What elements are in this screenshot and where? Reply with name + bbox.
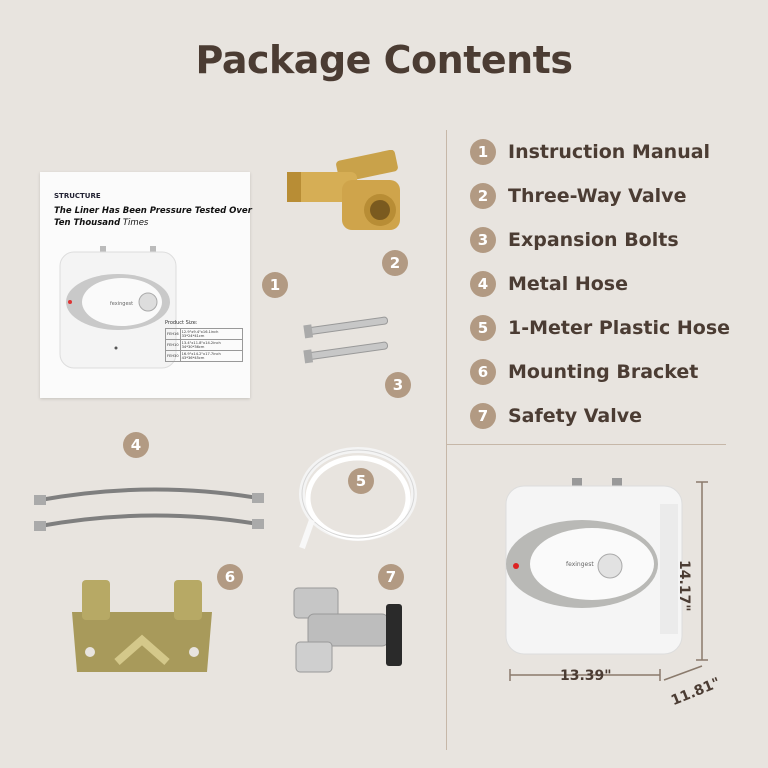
table-cell: 13.4"x11.8"x14.2inch 34*30*36cm [179, 339, 244, 351]
height-dimension: 14.17" [676, 560, 692, 612]
marker-5: 5 [348, 468, 374, 494]
table-cell: 16.9"x14.2"x17.7inch 43*36*45cm [179, 350, 244, 362]
item-label: Mounting Bracket [508, 361, 699, 383]
list-item: 3 Expansion Bolts [470, 218, 730, 262]
marker-2: 2 [382, 250, 408, 276]
marker-7: 7 [378, 564, 404, 590]
safety-valve-image [293, 587, 402, 673]
marker-1: 1 [262, 272, 288, 298]
item-number-badge: 1 [470, 139, 496, 165]
item-number-badge: 7 [470, 403, 496, 429]
table-cell: FEH10 [165, 339, 181, 351]
three-way-valve-image [287, 150, 400, 230]
list-item: 1 Instruction Manual [470, 130, 730, 174]
item-label: Instruction Manual [508, 141, 711, 163]
item-number-badge: 4 [470, 271, 496, 297]
marker-6: 6 [217, 564, 243, 590]
manual-product-size-label: Product Size: [165, 320, 198, 326]
item-label: Safety Valve [508, 405, 643, 427]
manual-line-1: The Liner Has Been Pressure Tested Over [54, 206, 252, 216]
manual-brand: fexingest [110, 301, 133, 307]
list-item: 5 1-Meter Plastic Hose [470, 306, 730, 350]
vertical-divider [446, 130, 447, 750]
manual-line-2-bold: Ten Thousand [54, 218, 121, 228]
table-cell: 12.9"x9.4"x16.1inch 33*24*41cm [179, 328, 244, 340]
item-number-badge: 2 [470, 183, 496, 209]
mounting-bracket-image [72, 580, 212, 672]
list-item: 4 Metal Hose [470, 262, 730, 306]
contents-list: 1 Instruction Manual 2 Three-Way Valve 3 Ex… [470, 130, 730, 438]
item-number-badge: 6 [470, 359, 496, 385]
plastic-hose-image [299, 447, 417, 550]
item-label: Metal Hose [508, 273, 628, 295]
item-number-badge: 5 [470, 315, 496, 341]
instruction-manual-image: STRUCTURE The Liner Has Been Pressure Te… [40, 172, 252, 398]
list-item: 6 Mounting Bracket [470, 350, 730, 394]
manual-line-2: Ten Thousand Times [54, 218, 148, 228]
marker-4: 4 [123, 432, 149, 458]
list-item: 7 Safety Valve [470, 394, 730, 438]
manual-heater-illustration: fexingest [59, 246, 177, 369]
table-cell: FEH16 [165, 328, 181, 340]
horizontal-divider [446, 444, 726, 445]
item-label: Expansion Bolts [508, 229, 679, 251]
water-heater-image: fexingest [505, 478, 683, 655]
list-item: 2 Three-Way Valve [470, 174, 730, 218]
item-label: Three-Way Valve [508, 185, 687, 207]
item-label: 1-Meter Plastic Hose [508, 317, 731, 339]
width-dimension: 13.39" [560, 668, 612, 684]
manual-heading: STRUCTURE [54, 192, 101, 200]
dimension-lines [509, 481, 708, 681]
manual-line-2-rest: Times [120, 218, 149, 228]
page-title: Package Contents [195, 38, 573, 82]
table-cell: FEH30 [165, 350, 181, 362]
expansion-bolts-image [303, 316, 389, 364]
marker-3: 3 [385, 372, 411, 398]
item-number-badge: 3 [470, 227, 496, 253]
heater-brand: fexingest [566, 561, 594, 568]
metal-hose-image [34, 487, 264, 531]
